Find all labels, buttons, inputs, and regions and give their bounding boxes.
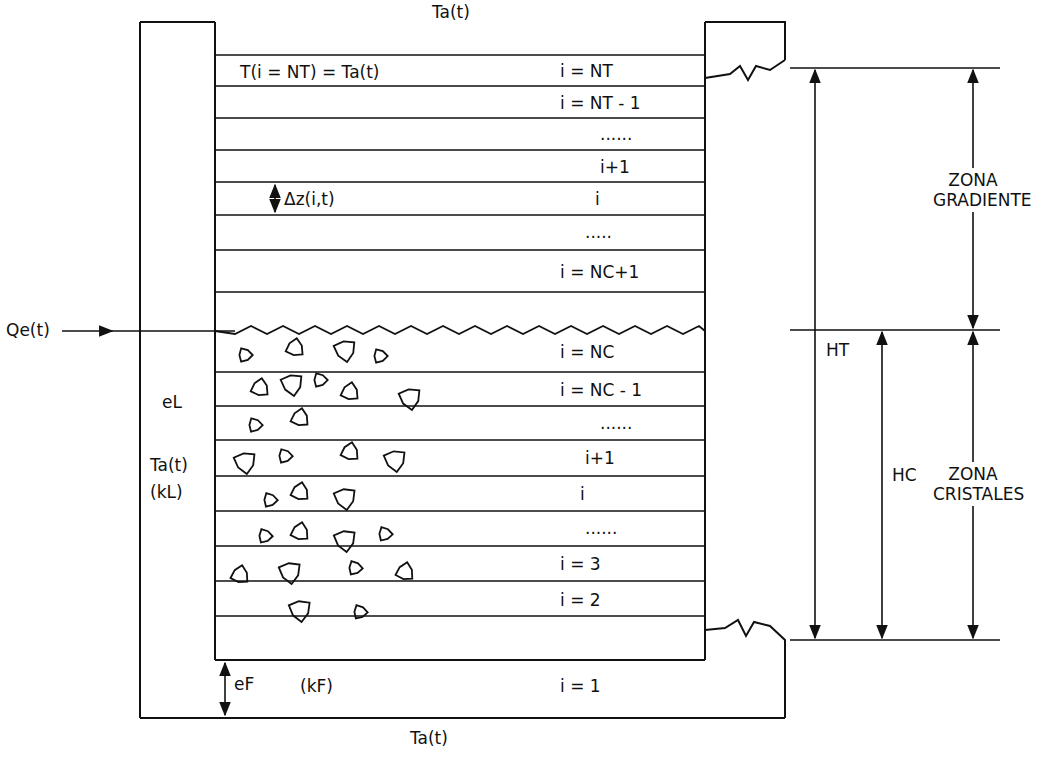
- floor-thickness: eF: [234, 674, 254, 694]
- crystals: [231, 338, 420, 622]
- drawing-stroke: [705, 60, 785, 80]
- crystal: [349, 561, 362, 574]
- boundary-condition: T(i = NT) = Ta(t): [240, 62, 380, 82]
- drawing-stroke: [112, 330, 235, 332]
- ellipsis: ......: [585, 518, 617, 538]
- crystal: [249, 418, 262, 431]
- crystal: [354, 605, 367, 618]
- temperature-label: Ta(t): [410, 728, 448, 748]
- crystal: [334, 341, 355, 362]
- layer-line: [215, 149, 705, 151]
- heat-input: Qe(t): [6, 320, 50, 340]
- layer-line: [215, 615, 705, 617]
- wall-conductivity: (kL): [150, 482, 183, 502]
- layer-line: [215, 54, 705, 56]
- layer-index: i = 3: [560, 554, 601, 574]
- crystal: [281, 375, 302, 396]
- layer-index: i+1: [600, 157, 630, 177]
- crystal: [334, 489, 355, 510]
- crystal: [279, 449, 292, 462]
- drawing-stroke: [705, 620, 785, 718]
- crystal: [279, 563, 300, 584]
- layer-line: [215, 510, 705, 512]
- layer-line: [215, 475, 705, 477]
- layer-line: [215, 181, 705, 183]
- layer-index: i = 2: [560, 590, 601, 610]
- floor-conductivity: (kF): [300, 676, 333, 696]
- layer-thickness: Δz(i,t): [284, 189, 335, 209]
- crystal: [234, 453, 255, 474]
- layer-line: [215, 117, 705, 119]
- crystal: [289, 601, 310, 622]
- layer-index: i = NC: [560, 342, 614, 362]
- crystal: [341, 442, 358, 459]
- height-dimension: HC: [892, 465, 917, 485]
- crystal: [286, 338, 303, 355]
- crystal-interface: [215, 326, 705, 334]
- crystal: [341, 382, 358, 399]
- crystal: [259, 529, 272, 542]
- ellipsis: ......: [600, 413, 632, 433]
- layer-line: [215, 371, 705, 373]
- layer-index: i+1: [585, 448, 615, 468]
- crystal: [231, 565, 248, 582]
- crystal: [251, 378, 268, 395]
- layer-index: i = NC+1: [560, 262, 639, 282]
- layer-index: i = NC - 1: [560, 380, 642, 400]
- arrows: [62, 68, 1000, 715]
- drawing-stroke: [814, 70, 816, 638]
- drawing-stroke: [790, 68, 1000, 640]
- drawing-stroke: [140, 660, 785, 718]
- crystal: [384, 451, 405, 472]
- ellipsis: ......: [600, 124, 632, 144]
- ellipsis: .....: [585, 222, 612, 242]
- layer-line: [215, 439, 705, 441]
- layer-line: [215, 291, 705, 293]
- layer-line: [215, 214, 705, 216]
- layer-index: i = NT: [560, 61, 613, 81]
- crystal: [264, 493, 277, 506]
- crystal: [291, 408, 308, 425]
- layer-line: [215, 85, 705, 87]
- tank-walls: [140, 22, 785, 718]
- height-dimension: HT: [826, 340, 849, 360]
- drawing-stroke: [881, 332, 883, 638]
- crystal: [291, 482, 308, 499]
- layer-index: i = NT - 1: [560, 93, 641, 113]
- zone-label: ZONA GRADIENTE: [933, 168, 1013, 212]
- drawing-stroke: [62, 330, 112, 332]
- crystal: [239, 348, 252, 361]
- layer-index: i: [580, 484, 585, 504]
- drawing-stroke: [705, 22, 785, 660]
- crystal: [374, 349, 387, 362]
- wall-thickness: eL: [162, 392, 182, 412]
- layer-line: [215, 249, 705, 251]
- layer-index: i = 1: [560, 676, 601, 696]
- layer-line: [215, 405, 705, 407]
- crystal: [334, 531, 355, 552]
- drawing-stroke: [140, 22, 215, 718]
- temperature-label: Ta(t): [432, 2, 470, 22]
- crystal: [291, 522, 308, 539]
- layer-index: i: [595, 189, 600, 209]
- crystal: [379, 527, 392, 540]
- drawing-stroke: [224, 663, 226, 715]
- drawing-stroke: [274, 185, 276, 212]
- crystal: [314, 373, 327, 386]
- layer-line: [215, 545, 705, 547]
- crystal: [396, 562, 413, 579]
- zone-label: ZONA CRISTALES: [933, 462, 1013, 506]
- temperature-label: Ta(t): [150, 455, 188, 475]
- crystal: [399, 389, 420, 410]
- layer-lines: [215, 55, 705, 616]
